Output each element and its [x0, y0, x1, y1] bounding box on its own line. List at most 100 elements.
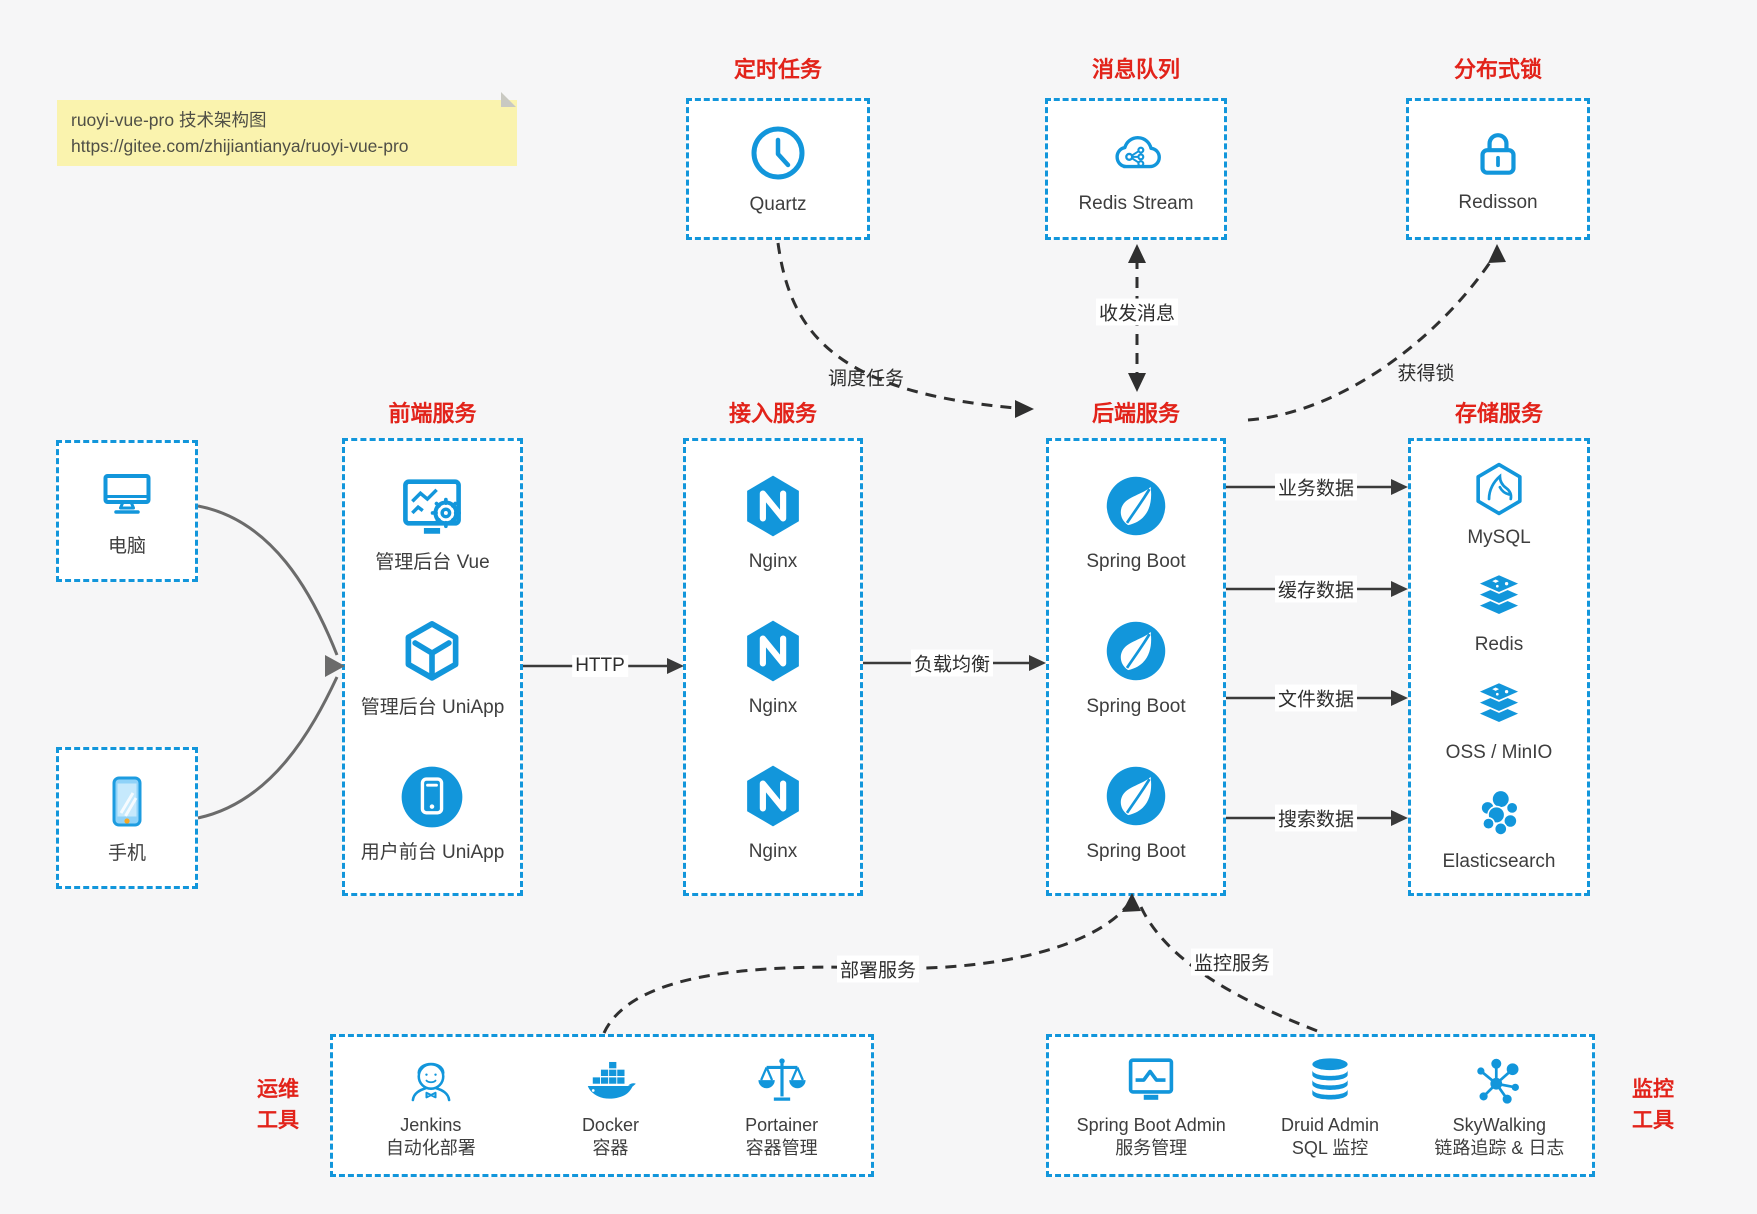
node-jenkins: Jenkins 自动化部署: [386, 1052, 476, 1160]
node-elasticsearch: Elasticsearch: [1443, 786, 1556, 874]
edge-mobile-to-frontend: [197, 676, 339, 820]
edge-label-load-balance: 负载均衡: [910, 649, 994, 677]
node-oss-minio: OSS / MinIO: [1445, 679, 1553, 765]
storage-box: MySQL Redis OSS / MinIO Elasticsearch: [1408, 438, 1590, 896]
node-user-uniapp: 用户前台 UniApp: [360, 761, 505, 865]
layers-icon: [1470, 571, 1528, 625]
layers-icon: [1470, 679, 1528, 733]
arrowhead: [667, 658, 684, 674]
node-label: Spring Boot: [1086, 550, 1186, 572]
group-title-scheduled-task: 定时任务: [733, 57, 822, 82]
edge-label-search-data: 搜索数据: [1274, 804, 1358, 832]
node-sublabel: 服务管理: [1115, 1137, 1188, 1158]
lock-icon: [1468, 123, 1528, 183]
quartz-box: Quartz: [686, 98, 870, 240]
edge-label-deploy-service: 部署服务: [836, 955, 920, 983]
arrowhead: [1391, 810, 1408, 826]
node-label: Redis: [1474, 634, 1524, 656]
node-label: 用户前台 UniApp: [360, 841, 505, 863]
arrowhead: [1128, 244, 1146, 263]
portainer-icon: [753, 1052, 811, 1110]
node-label: Nginx: [748, 695, 798, 717]
nginx-icon: [737, 615, 809, 687]
edge-label-cache-data: 缓存数据: [1274, 575, 1358, 603]
node-mysql: MySQL: [1467, 460, 1531, 550]
node-sublabel: 链路追踪 & 日志: [1434, 1137, 1565, 1158]
node-admin-uniapp: 管理后台 UniApp: [361, 616, 504, 720]
node-nginx-3: Nginx: [737, 760, 809, 864]
node-label: MySQL: [1467, 526, 1531, 548]
node-skywalking: SkyWalking 链路追踪 & 日志: [1434, 1052, 1564, 1160]
node-label: Redisson: [1458, 192, 1538, 213]
node-quartz: Quartz: [746, 121, 810, 217]
node-sublabel: 自动化部署: [385, 1137, 476, 1158]
mobile-client-box: 手机: [56, 747, 198, 889]
node-label: 电脑: [107, 536, 146, 557]
node-label: Nginx: [748, 550, 798, 572]
clock-icon: [746, 121, 810, 185]
note-folded-corner: [501, 92, 516, 107]
edge-label-file-data: 文件数据: [1274, 684, 1358, 712]
node-pc: 电脑: [92, 463, 162, 559]
arrowhead: [1488, 244, 1506, 263]
node-label: Spring Boot: [1086, 695, 1186, 717]
node-sublabel: 容器: [592, 1137, 629, 1158]
arrowhead: [1391, 479, 1408, 495]
monitor-tools-box: Spring Boot Admin 服务管理 Druid Admin SQL 监…: [1046, 1034, 1595, 1177]
group-title-distributed-lock: 分布式锁: [1453, 57, 1542, 82]
edge-label-http: HTTP: [572, 655, 628, 677]
node-redisson: Redisson: [1458, 123, 1538, 215]
spring-icon: [1100, 615, 1172, 687]
node-label: Quartz: [749, 194, 807, 215]
node-label: Portainer: [745, 1114, 819, 1135]
node-springboot-admin: Spring Boot Admin 服务管理: [1077, 1052, 1226, 1160]
node-label: Redis Stream: [1078, 193, 1194, 214]
node-label: Spring Boot: [1086, 841, 1186, 863]
node-label: OSS / MinIO: [1445, 741, 1553, 763]
edge-label-acquire-lock: 获得锁: [1397, 363, 1455, 385]
arrowhead: [1391, 581, 1408, 597]
edge-label-monitor-service: 监控服务: [1190, 948, 1274, 976]
node-druid-admin: Druid Admin SQL 监控: [1281, 1052, 1379, 1160]
column-title-gateway: 接入服务: [728, 401, 817, 426]
backend-box: Spring Boot Spring Boot Spring Boot: [1046, 438, 1226, 896]
edge-label-business-data: 业务数据: [1274, 473, 1358, 501]
edge-pc-to-frontend: [197, 504, 339, 656]
node-portainer: Portainer 容器管理: [745, 1052, 818, 1160]
node-nginx-2: Nginx: [737, 615, 809, 719]
node-docker: Docker 容器: [581, 1052, 639, 1160]
skywalking-icon: [1470, 1052, 1528, 1110]
database-icon: [1301, 1052, 1359, 1110]
node-mobile: 手机: [95, 770, 159, 866]
desktop-icon: [92, 463, 162, 527]
spring-icon: [1100, 760, 1172, 832]
arrowhead: [1391, 690, 1408, 706]
node-admin-vue: 管理后台 Vue: [375, 469, 490, 575]
node-springboot-2: Spring Boot: [1086, 615, 1186, 719]
pc-client-box: 电脑: [56, 440, 198, 582]
node-springboot-3: Spring Boot: [1086, 760, 1186, 864]
admin-vue-icon: [395, 469, 469, 543]
node-label: Nginx: [748, 841, 798, 863]
mobile-icon: [95, 770, 159, 834]
node-sublabel: SQL 监控: [1291, 1137, 1369, 1158]
redis-stream-box: Redis Stream: [1045, 98, 1227, 240]
cube-icon: [396, 616, 468, 688]
sticky-note: ruoyi-vue-pro 技术架构图 https://gitee.com/zh…: [57, 100, 517, 166]
edge-label-schedule-task: 调度任务: [827, 368, 905, 390]
jenkins-icon: [402, 1052, 460, 1110]
node-redis: Redis: [1470, 571, 1528, 657]
node-redis-stream: Redis Stream: [1078, 122, 1194, 216]
elasticsearch-icon: [1470, 786, 1528, 842]
node-sublabel: 容器管理: [745, 1137, 818, 1158]
edge-label-send-receive-message: 收发消息: [1095, 298, 1179, 326]
node-nginx-1: Nginx: [737, 470, 809, 574]
node-label: Docker: [581, 1114, 639, 1135]
node-label: Druid Admin: [1281, 1114, 1380, 1135]
ops-tools-box: Jenkins 自动化部署 Docker 容器 Portainer 容器管理: [330, 1034, 874, 1177]
monitor-tools-label: 监控 工具: [1632, 1078, 1674, 1132]
column-title-backend: 后端服务: [1091, 401, 1180, 426]
arrowhead: [1128, 373, 1146, 392]
node-label: Spring Boot Admin: [1076, 1114, 1226, 1135]
